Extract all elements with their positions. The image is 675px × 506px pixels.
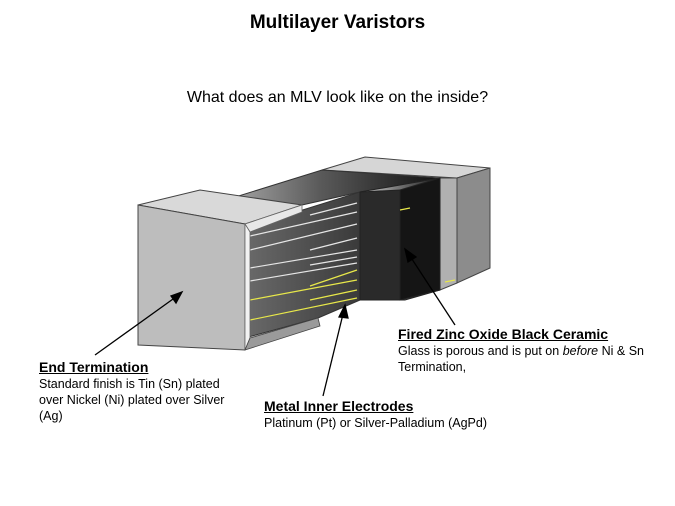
label-fired-body-pre: Glass is porous and is put on	[398, 344, 563, 358]
callout-arrows	[94, 247, 456, 397]
ceramic-black-face	[399, 177, 441, 301]
arrow-metal-electrodes	[322, 309, 345, 397]
arrowhead-metal-electrodes	[338, 303, 349, 319]
label-end-termination: End Termination Standard finish is Tin (…	[39, 358, 244, 424]
arrow-end-termination	[94, 293, 181, 356]
page-subtitle: What does an MLV look like on the inside…	[186, 89, 489, 106]
label-metal-inner-electrodes: Metal Inner Electrodes Platinum (Pt) or …	[264, 397, 524, 431]
label-end-termination-body: Standard finish is Tin (Sn) plated over …	[39, 377, 225, 423]
electrode-layer	[309, 289, 358, 301]
label-end-termination-heading: End Termination	[39, 359, 149, 375]
electrode-layer	[444, 279, 456, 283]
label-fired-body-emphasis: before	[562, 344, 599, 358]
label-fired-ceramic: Fired Zinc Oxide Black Ceramic Glass is …	[398, 325, 668, 375]
arrowhead-end-termination	[169, 290, 184, 305]
cutaway-side	[359, 189, 401, 301]
electrode-layer	[309, 237, 358, 251]
electrode-layer	[249, 211, 358, 237]
page-title: Multilayer Varistors	[249, 12, 426, 33]
electrode-layer	[309, 269, 358, 287]
electrode-layer	[309, 256, 358, 266]
electrode-layer	[399, 207, 411, 211]
electrode-layer	[249, 297, 358, 321]
label-metal-heading: Metal Inner Electrodes	[264, 398, 414, 414]
label-fired-body-post: Ni & Sn Termination,	[398, 344, 644, 374]
label-fired-heading: Fired Zinc Oxide Black Ceramic	[398, 326, 609, 342]
label-metal-body: Platinum (Pt) or Silver-Palladium (AgPd)	[264, 416, 487, 430]
electrode-layer	[249, 249, 358, 269]
right-end-termination	[321, 156, 491, 291]
left-end-termination	[137, 189, 321, 351]
electrode-layer	[309, 202, 358, 216]
label-fired-body: Glass is porous and is put on before Ni …	[398, 343, 668, 375]
inner-electrodes	[249, 202, 456, 321]
electrode-layer	[249, 279, 358, 301]
arrowhead-fired-ceramic	[403, 247, 418, 264]
electrode-layer	[249, 223, 358, 251]
arrow-fired-ceramic	[407, 252, 456, 326]
electrode-layer	[249, 262, 358, 282]
